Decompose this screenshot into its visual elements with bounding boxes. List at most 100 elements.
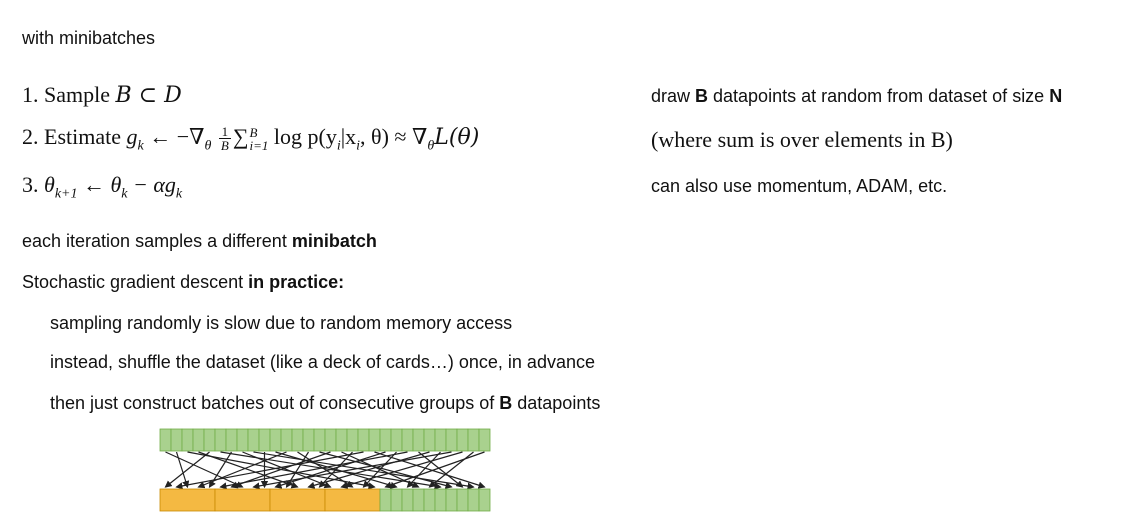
shuffle-lines bbox=[164, 451, 486, 490]
dataset-cell bbox=[434, 428, 447, 452]
shuffle-arrow bbox=[198, 451, 299, 489]
dataset-cell bbox=[346, 428, 359, 452]
step-1-note-text: draw bbox=[651, 86, 696, 106]
step-2-word: Estimate bbox=[44, 124, 121, 149]
dataset-cell bbox=[203, 428, 216, 452]
batch-cell bbox=[324, 488, 381, 512]
bullet-3-text2: datapoints bbox=[512, 393, 601, 413]
shuffle-arrow bbox=[384, 451, 485, 489]
dataset-cell bbox=[324, 428, 337, 452]
shuffle-arrow bbox=[242, 451, 332, 489]
dataset-cell bbox=[478, 428, 491, 452]
dataset-cell bbox=[181, 428, 194, 452]
batch-cell bbox=[214, 488, 271, 512]
log-tail: , θ) ≈ ∇ bbox=[360, 124, 428, 149]
shuffle-arrow bbox=[297, 451, 354, 488]
step-1-math: B ⊂ D bbox=[115, 83, 182, 108]
step-2-arrow: ← bbox=[149, 124, 172, 149]
dataset-cell bbox=[368, 428, 381, 452]
step-3-tail: − αg bbox=[133, 172, 176, 197]
dataset-cell bbox=[379, 428, 392, 452]
step-1-number: 1. bbox=[22, 82, 39, 107]
shuffle-arrow bbox=[418, 451, 464, 488]
dataset-cell bbox=[412, 428, 425, 452]
shuffle-arrow bbox=[164, 451, 210, 488]
shuffle-arrow bbox=[406, 451, 441, 488]
dataset-row bbox=[159, 428, 491, 452]
step-1-note-b: B bbox=[695, 86, 709, 106]
dataset-cell bbox=[302, 428, 315, 452]
dataset-cell bbox=[390, 428, 403, 452]
loss: L(θ) bbox=[434, 125, 480, 150]
dataset-cell bbox=[313, 428, 326, 452]
step-3-theta: θ bbox=[44, 172, 55, 197]
shuffle-arrow bbox=[362, 451, 397, 488]
unbatched-cell bbox=[456, 488, 469, 512]
step-2-grad: −∇ bbox=[176, 124, 205, 149]
iteration-bold: minibatch bbox=[291, 231, 377, 251]
shuffle-arrow bbox=[428, 451, 474, 488]
log-expr: log p(y bbox=[273, 124, 337, 149]
shuffle-arrow bbox=[175, 451, 190, 489]
unbatched-cell bbox=[390, 488, 403, 512]
fraction-num: 1 bbox=[218, 125, 231, 140]
step-2-g: g bbox=[126, 124, 138, 149]
dataset-cell bbox=[159, 428, 172, 452]
sum-symbol: ∑ bbox=[232, 124, 249, 149]
shuffle-arrow bbox=[285, 451, 310, 489]
dataset-cell bbox=[269, 428, 282, 452]
sum-sub: i=1 bbox=[249, 137, 269, 153]
step-3-theta2-sub: k bbox=[121, 186, 128, 202]
unbatched-cell bbox=[401, 488, 414, 512]
shuffle-arrow bbox=[318, 451, 353, 488]
step-1-note: draw B datapoints at random from dataset… bbox=[651, 86, 1062, 107]
sgd-bold: in practice: bbox=[248, 272, 345, 292]
bullet-2: instead, shuffle the dataset (like a dec… bbox=[50, 352, 595, 372]
dataset-cell bbox=[423, 428, 436, 452]
shuffle-arrow bbox=[175, 451, 364, 490]
batch-cell bbox=[159, 488, 216, 512]
dataset-cell bbox=[236, 428, 249, 452]
shuffle-arrow bbox=[374, 451, 486, 489]
iteration-line: each iteration samples a different minib… bbox=[22, 231, 377, 252]
step-2-note: (where sum is over elements in B) bbox=[651, 127, 953, 152]
step-2-g-sub: k bbox=[137, 138, 144, 154]
unbatched-cell bbox=[379, 488, 392, 512]
bullet-3: then just construct batches out of conse… bbox=[50, 393, 600, 414]
bullet-3-text: then just construct batches out of conse… bbox=[50, 393, 500, 413]
step-1-note-text2: datapoints at random from dataset of siz… bbox=[708, 86, 1050, 106]
step-2-grad-sub: θ bbox=[204, 138, 212, 154]
shuffle-arrow bbox=[219, 451, 408, 490]
dataset-cell bbox=[445, 428, 458, 452]
fraction-den: B bbox=[220, 138, 229, 154]
shuffle-arrow bbox=[197, 451, 287, 489]
shuffle-diagram bbox=[159, 428, 491, 512]
dataset-cell bbox=[192, 428, 205, 452]
dataset-cell bbox=[170, 428, 183, 452]
unbatched-cell bbox=[434, 488, 447, 512]
step-3-theta-sub: k+1 bbox=[54, 186, 78, 202]
dataset-cell bbox=[225, 428, 238, 452]
log-mid: |x bbox=[340, 124, 357, 149]
step-1: 1. Sample B ⊂ D bbox=[22, 82, 182, 108]
unbatched-cell bbox=[412, 488, 425, 512]
sgd-line: Stochastic gradient descent in practice: bbox=[22, 272, 344, 293]
step-3-tail-sub: k bbox=[175, 186, 183, 202]
step-3-theta2: θ bbox=[110, 172, 122, 197]
step-2-number: 2. bbox=[22, 124, 39, 149]
bullet-1: sampling randomly is slow due to random … bbox=[50, 313, 513, 333]
dataset-cell bbox=[401, 428, 414, 452]
step-3: 3. θk+1 ← θk − αgk bbox=[22, 172, 182, 202]
dataset-cell bbox=[247, 428, 260, 452]
shuffle-arrow bbox=[230, 451, 331, 489]
dataset-cell bbox=[258, 428, 271, 452]
batch-cell bbox=[269, 488, 326, 512]
step-1-word: Sample bbox=[44, 82, 110, 107]
shuffle-arrow bbox=[252, 451, 452, 490]
dataset-cell bbox=[467, 428, 480, 452]
step-3-number: 3. bbox=[22, 172, 39, 197]
sgd-text: Stochastic gradient descent bbox=[22, 272, 249, 292]
